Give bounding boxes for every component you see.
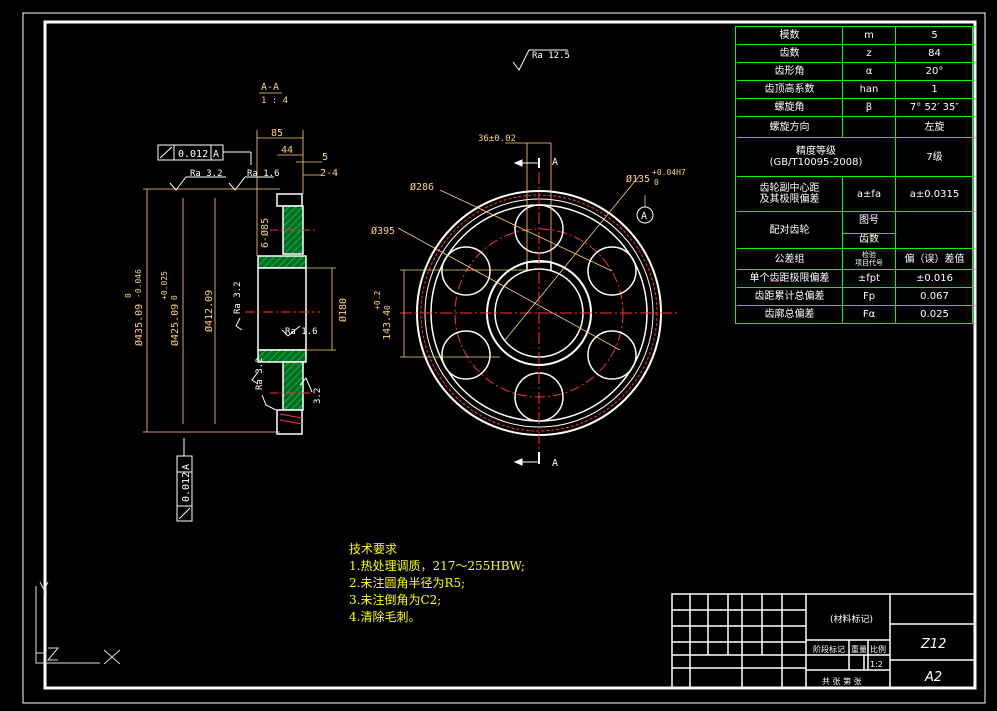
dim-holes: 6-Ø85 bbox=[259, 218, 271, 248]
tech-item: 4.清除毛刺。 bbox=[349, 610, 421, 624]
dim-180: Ø180 bbox=[337, 298, 349, 322]
dim-tip-dia: Ø435.09 bbox=[133, 304, 145, 346]
dim-key-depth: 143.4 bbox=[382, 310, 393, 340]
ratio-label: 比例 bbox=[870, 644, 886, 654]
technical-requirements: 技术要求 1.热处理调质，217～255HBW; 2.未注圆角半径为R5; 3.… bbox=[349, 541, 525, 626]
front-view: 36±0.02 Ø286 Ø395 Ø135 +0.04H7 0 143.4 +… bbox=[371, 49, 686, 469]
ra-general: Ra 12.5 bbox=[532, 51, 570, 61]
ra-tooth-b: 3.2 bbox=[313, 388, 323, 404]
tech-item: 3.未注倒角为C2; bbox=[349, 593, 442, 607]
dim-85: 85 bbox=[271, 128, 283, 139]
stage-mark: 阶段标记 bbox=[813, 644, 845, 654]
section-view: 85 44 5 2-4 6-Ø85 Ø435.09 0 -0.046 Ø425.… bbox=[124, 82, 349, 522]
grade-row: 精度等级(GB/T10095-2008) 7级 bbox=[737, 138, 973, 177]
ra-bore-b: Ra 1.6 bbox=[285, 327, 318, 337]
ra-bore-a: Ra 3.2 bbox=[233, 281, 243, 314]
tech-title: 技术要求 bbox=[349, 542, 398, 556]
ucs-icon bbox=[35, 581, 121, 665]
outer-border bbox=[22, 12, 986, 704]
tech-item: 2.未注圆角半径为R5; bbox=[349, 576, 466, 590]
material-mark: (材料标记) bbox=[830, 613, 873, 625]
drawing-code: Z12 bbox=[920, 637, 946, 652]
dim-bore-tol-up: +0.04H7 bbox=[652, 168, 686, 177]
sheet-count: 共 张 第 张 bbox=[822, 676, 862, 686]
gear-parameter-table bbox=[735, 26, 973, 324]
cut-label-bottom: A bbox=[552, 458, 558, 469]
ra-left-1: Ra 3.2 bbox=[190, 169, 223, 179]
runout-datum: A bbox=[181, 464, 192, 470]
tech-item: 1.热处理调质，217～255HBW; bbox=[349, 559, 525, 573]
runout-value: 0.012 bbox=[181, 472, 192, 502]
sheet-size: A2 bbox=[924, 670, 942, 685]
dim-key-depth-tol-low: 0 bbox=[383, 305, 392, 310]
scale-value: 1:2 bbox=[870, 660, 883, 669]
dim-key-width: 36±0.02 bbox=[478, 134, 516, 144]
tolerance-group-row: 公差组 检验项目代号 偏（误）差值 bbox=[737, 249, 973, 270]
dim-bore: Ø135 bbox=[626, 173, 650, 185]
ra-left-2: Ra 1.6 bbox=[247, 169, 280, 179]
dim-44: 44 bbox=[281, 145, 293, 156]
inner-border bbox=[43, 20, 977, 690]
datum-a: A bbox=[641, 211, 647, 222]
dim-412: Ø412.09 bbox=[203, 290, 215, 332]
dim-tip-tol-up: 0 bbox=[124, 293, 133, 298]
dim-ref-tol-low: 0 bbox=[170, 295, 179, 300]
section-title: A-A bbox=[261, 82, 279, 93]
dim-ref-tol-up: +0.025 bbox=[160, 271, 169, 300]
dim-tip-tol-low: -0.046 bbox=[134, 269, 143, 298]
title-block bbox=[671, 593, 976, 689]
dim-ref-dia: Ø425.09 bbox=[169, 304, 181, 346]
ra-tooth-a: Ra 3.2 bbox=[255, 357, 265, 390]
mating-gear-row: 配对齿轮 图号齿数 bbox=[737, 212, 973, 249]
dim-395: Ø395 bbox=[371, 225, 395, 237]
weight-label: 重量 bbox=[851, 644, 867, 654]
deviation-row: 单个齿距极限偏差±fpt±0.016 bbox=[737, 270, 973, 288]
flatness-value: 0.012 bbox=[178, 149, 208, 160]
dim-chamfer: 2-4 bbox=[320, 168, 338, 179]
flatness-datum: A bbox=[213, 149, 219, 160]
param-row: 螺旋方向左旋 bbox=[737, 117, 973, 138]
dim-286: Ø286 bbox=[410, 181, 434, 193]
dim-5: 5 bbox=[322, 152, 328, 163]
dim-key-depth-tol-up: +0.2 bbox=[373, 291, 382, 310]
cut-label-top: A bbox=[552, 157, 558, 168]
dim-bore-tol-low: 0 bbox=[654, 178, 659, 187]
section-scale: 1 : 4 bbox=[261, 96, 288, 106]
